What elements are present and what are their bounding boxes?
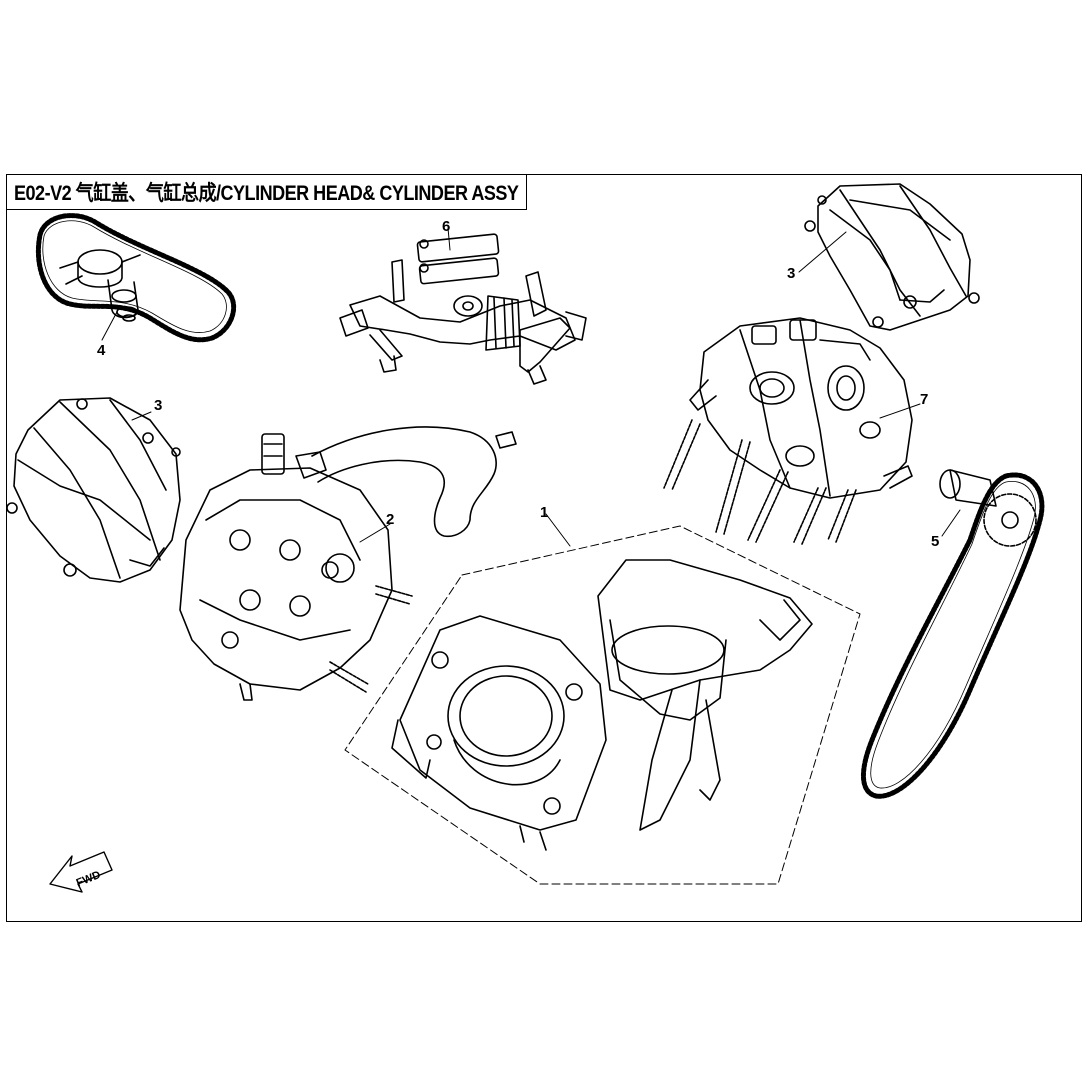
callout-2: 2 [386, 511, 394, 528]
part-7-cylinder-head [663, 317, 913, 545]
part-2-head-assembly [179, 426, 517, 701]
diagram-title: E02-V2 气缸盖、气缸总成/CYLINDER HEAD& CYLINDER … [14, 181, 519, 205]
callout-6: 6 [442, 218, 450, 235]
diagram-frame [6, 174, 1082, 922]
callout-4: 4 [97, 342, 106, 359]
title-box: E02-V2 气缸盖、气缸总成/CYLINDER HEAD& CYLINDER … [6, 174, 527, 210]
part-3-head-cover-rear [804, 183, 980, 331]
part-6-intake-manifold [339, 233, 587, 385]
part-1-cylinder-group [344, 525, 861, 885]
callout-1: 1 [540, 504, 548, 521]
callout-3b: 3 [154, 397, 162, 414]
part-4-timing-chain [35, 213, 237, 343]
fwd-arrow-icon: FWD [49, 851, 113, 893]
leader-lines [101, 227, 961, 547]
callout-5: 5 [931, 533, 939, 550]
callout-7: 7 [920, 391, 928, 408]
callout-3a: 3 [787, 265, 795, 282]
part-3-head-cover-front [6, 397, 181, 583]
part-5-cam-chain [860, 469, 1045, 799]
fwd-label: FWD [75, 869, 103, 890]
